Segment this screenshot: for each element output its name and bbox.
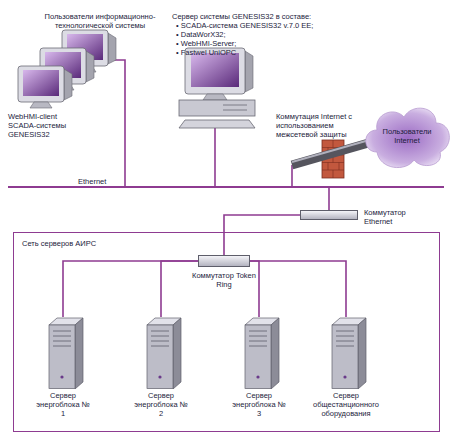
tower-side <box>358 318 366 389</box>
node-text: Сервер энергоблока № 3 <box>232 391 286 418</box>
network-link <box>63 261 198 317</box>
list-item: • DataWorX32; <box>176 30 376 39</box>
cloud-outline <box>366 108 450 167</box>
pipe-highlight <box>292 140 371 163</box>
ethernet-bus <box>8 186 444 188</box>
drive-slot <box>223 105 247 106</box>
drive-bays <box>249 331 267 346</box>
network-link <box>161 261 198 317</box>
switch-box <box>198 255 250 267</box>
client-caption: WebHMI-client SCADA-системы GENESIS32 <box>8 112 72 139</box>
server-box: Сервер энергоблока № 2 <box>123 317 199 427</box>
power-led <box>343 375 346 378</box>
tower-side <box>75 318 83 389</box>
server-box: Сервер энергоблока № 3 <box>221 317 297 427</box>
server-box: Сервер общестанционного оборудования <box>308 317 384 427</box>
client-wire <box>108 60 125 187</box>
monitor-side <box>108 33 116 64</box>
monitor-stand <box>30 102 52 108</box>
list-item: • Fastwel UniOPC <box>176 48 376 57</box>
server-network: Сеть серверов АИРС Коммутатор Token RingС… <box>13 232 440 432</box>
node-text: Пользователи Internet <box>377 127 437 145</box>
drive-bays <box>336 331 354 346</box>
server-box: Сервер энергоблока № 1 <box>25 317 101 427</box>
tower-front <box>147 325 173 389</box>
node-text: Коммутатор Token Ring <box>184 271 264 289</box>
firewall-caption: Коммутация Internet с использованием меж… <box>276 112 366 139</box>
tower-front <box>245 325 271 389</box>
monitor-stand <box>203 94 227 100</box>
server-tower <box>221 317 297 389</box>
network-name: Ethernet <box>78 177 128 186</box>
monitor-side <box>64 69 72 100</box>
token-ring-switch: Коммутатор Token Ring <box>184 251 264 295</box>
desktop-case <box>179 100 255 116</box>
ethernet-switch: Коммутатор Ethernet <box>300 206 420 230</box>
server-tower <box>25 317 101 389</box>
client-monitor <box>18 66 72 108</box>
keyboard <box>179 120 255 128</box>
power-led <box>158 375 161 378</box>
monitor-body <box>18 66 64 102</box>
internet-cloud: Пользователи Internet <box>362 100 452 172</box>
server-tower <box>123 317 199 389</box>
tower-side <box>173 318 181 389</box>
monitor-side <box>86 51 94 82</box>
network-link <box>250 261 346 317</box>
server-tower <box>308 317 384 389</box>
drive-slot <box>223 110 247 111</box>
tower-side <box>271 318 279 389</box>
server-caption: Сервер системы GENESIS32 в составе: <box>172 12 392 21</box>
power-led <box>256 375 259 378</box>
list-item: • WebHMI-Server; <box>176 39 376 48</box>
tower-front <box>49 325 75 389</box>
node-text: Сервер общестанционного оборудования <box>308 391 384 418</box>
node-text: Сервер энергоблока № 2 <box>134 391 188 418</box>
node-text: Сервер энергоблока № 1 <box>36 391 90 418</box>
internet-pipe <box>292 142 372 165</box>
node-text: Сеть серверов АИРС <box>22 239 172 248</box>
monitor-screen <box>23 70 59 96</box>
list-item: • SCADA-система GENESIS32 v.7.0 EE; <box>176 21 376 30</box>
switch-box <box>300 210 358 220</box>
network-link <box>250 261 259 317</box>
network-link <box>224 215 300 255</box>
internet-wire <box>291 165 293 187</box>
server-wire <box>214 128 216 187</box>
drive-bays <box>53 331 71 346</box>
monitor-screen <box>191 53 239 87</box>
switch-wire <box>328 187 330 210</box>
node-text: Коммутатор Ethernet <box>364 208 418 226</box>
monitor-side <box>245 51 253 92</box>
drive-bays <box>151 331 169 346</box>
group-caption: Пользователи информационно-технологическ… <box>36 12 164 30</box>
power-led <box>60 375 63 378</box>
scada-server-pc <box>179 48 255 128</box>
tower-front <box>332 325 358 389</box>
